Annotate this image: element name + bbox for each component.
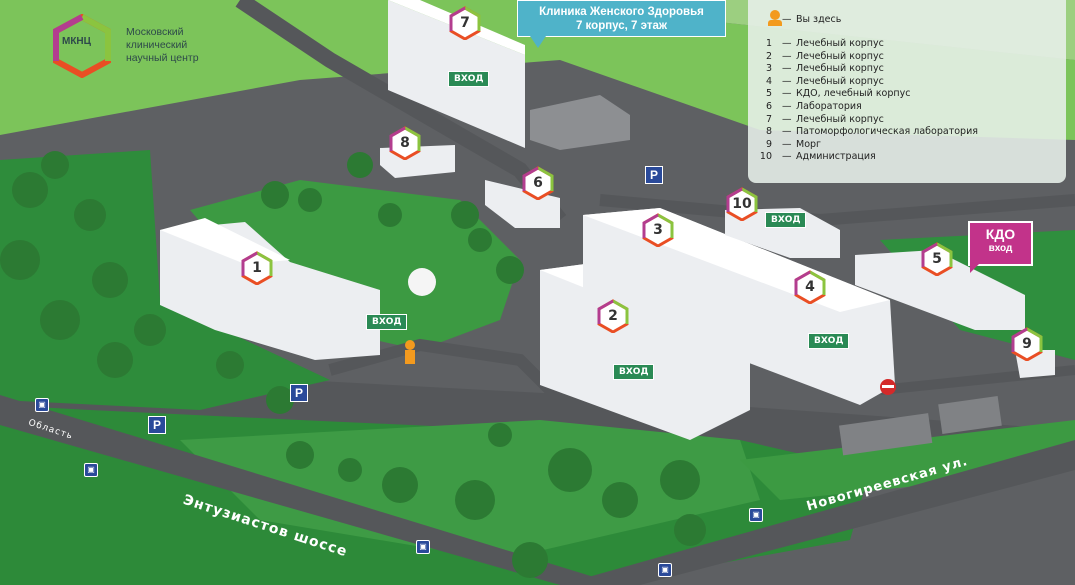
legend-item-number: 2 <box>765 50 772 62</box>
parking-sign: P <box>148 416 166 434</box>
parking-sign: P <box>290 384 308 402</box>
legend-item-label: Морг <box>796 138 822 150</box>
callout-tail <box>530 36 546 48</box>
kdo-sign: КДО вход <box>968 221 1033 266</box>
bus-stop-icon: ▣ <box>35 398 49 412</box>
bus-stop-icon: ▣ <box>84 463 98 477</box>
building-number: 9 <box>1022 336 1032 352</box>
legend-item-number: 10 <box>759 151 772 163</box>
legend-item-number: 4 <box>765 75 772 87</box>
building-6 <box>485 180 560 228</box>
building-marker[interactable]: 2 <box>597 299 629 333</box>
building-marker[interactable]: 5 <box>921 242 953 276</box>
logo-text: Московский клинический научный центр <box>126 26 199 64</box>
hexagon-marker-icon <box>921 242 953 276</box>
legend-item-label: Патоморфологическая лаборатория <box>796 126 978 138</box>
legend-here-label: Вы здесь <box>796 14 842 25</box>
legend-item-label: Администрация <box>796 151 876 163</box>
bus-stop-icon: ▣ <box>658 563 672 577</box>
logo: МКНЦ Московский клинический научный цент… <box>52 14 242 78</box>
hexagon-marker-icon <box>522 166 554 200</box>
building-number: 8 <box>400 135 410 151</box>
entrance-label: ВХОД <box>448 71 490 87</box>
entrance-label: ВХОД <box>613 364 655 380</box>
hexagon-marker-icon <box>642 213 674 247</box>
legend-item-number: 7 <box>765 113 772 125</box>
building-marker[interactable]: 3 <box>642 213 674 247</box>
building-marker[interactable]: 10 <box>726 187 758 221</box>
logo-abbr: МКНЦ <box>62 36 91 47</box>
building-number: 3 <box>653 222 663 238</box>
hexagon-marker-icon <box>449 6 481 40</box>
legend-item-label: КДО, лечебный корпус <box>796 88 911 100</box>
building-5 <box>855 250 1025 330</box>
parking-sign: P <box>645 166 663 184</box>
legend-item-label: Лечебный корпус <box>796 38 884 49</box>
building-number: 7 <box>460 15 470 31</box>
building-number: 10 <box>732 196 752 212</box>
clinic-callout: Клиника Женского Здоровья 7 корпус, 7 эт… <box>517 0 726 37</box>
legend-item-label: Лечебный корпус <box>796 75 884 87</box>
legend-item-number: 5 <box>765 88 772 100</box>
building-1 <box>160 222 380 360</box>
you-are-here-icon <box>768 10 782 28</box>
building-marker[interactable]: 7 <box>449 6 481 40</box>
building-marker[interactable]: 8 <box>389 126 421 160</box>
building-marker[interactable]: 6 <box>522 166 554 200</box>
lawn-center <box>190 180 520 350</box>
hexagon-marker-icon <box>794 270 826 304</box>
entrance-label: ВХОД <box>765 212 807 228</box>
building-number: 1 <box>252 260 262 276</box>
hexagon-marker-icon <box>726 187 758 221</box>
legend-item-label: Лечебный корпус <box>796 113 884 125</box>
legend-item-label: Лаборатория <box>796 101 862 112</box>
building-number: 5 <box>932 251 942 267</box>
entrance-label: ВХОД <box>366 314 408 330</box>
hexagon-marker-icon <box>389 126 421 160</box>
building-marker[interactable]: 1 <box>241 251 273 285</box>
legend-item-number: 1 <box>765 38 772 49</box>
building-3-4 <box>583 208 895 405</box>
bus-stop-icon: ▣ <box>416 540 430 554</box>
building-10 <box>725 208 840 258</box>
legend-item-label: Лечебный корпус <box>796 63 884 75</box>
hexagon-marker-icon <box>241 251 273 285</box>
hexagon-marker-icon <box>597 299 629 333</box>
building-number: 4 <box>805 279 815 295</box>
legend-item-number: 3 <box>765 63 772 75</box>
legend-item-number: 8 <box>765 126 772 138</box>
building-number: 6 <box>533 175 543 191</box>
kdo-sign-tail <box>970 264 979 273</box>
building-marker[interactable]: 4 <box>794 270 826 304</box>
legend-item-label: Лечебный корпус <box>796 50 884 62</box>
legend-item-number: 9 <box>765 138 772 150</box>
hexagon-logo-icon <box>53 14 111 78</box>
hexagon-marker-icon <box>1011 327 1043 361</box>
bus-stop-icon: ▣ <box>749 508 763 522</box>
building-number: 2 <box>608 308 618 324</box>
legend-item-number: 6 <box>765 101 772 112</box>
lawn-right-strip <box>740 420 1075 500</box>
entrance-label: ВХОД <box>808 333 850 349</box>
building-marker[interactable]: 9 <box>1011 327 1043 361</box>
